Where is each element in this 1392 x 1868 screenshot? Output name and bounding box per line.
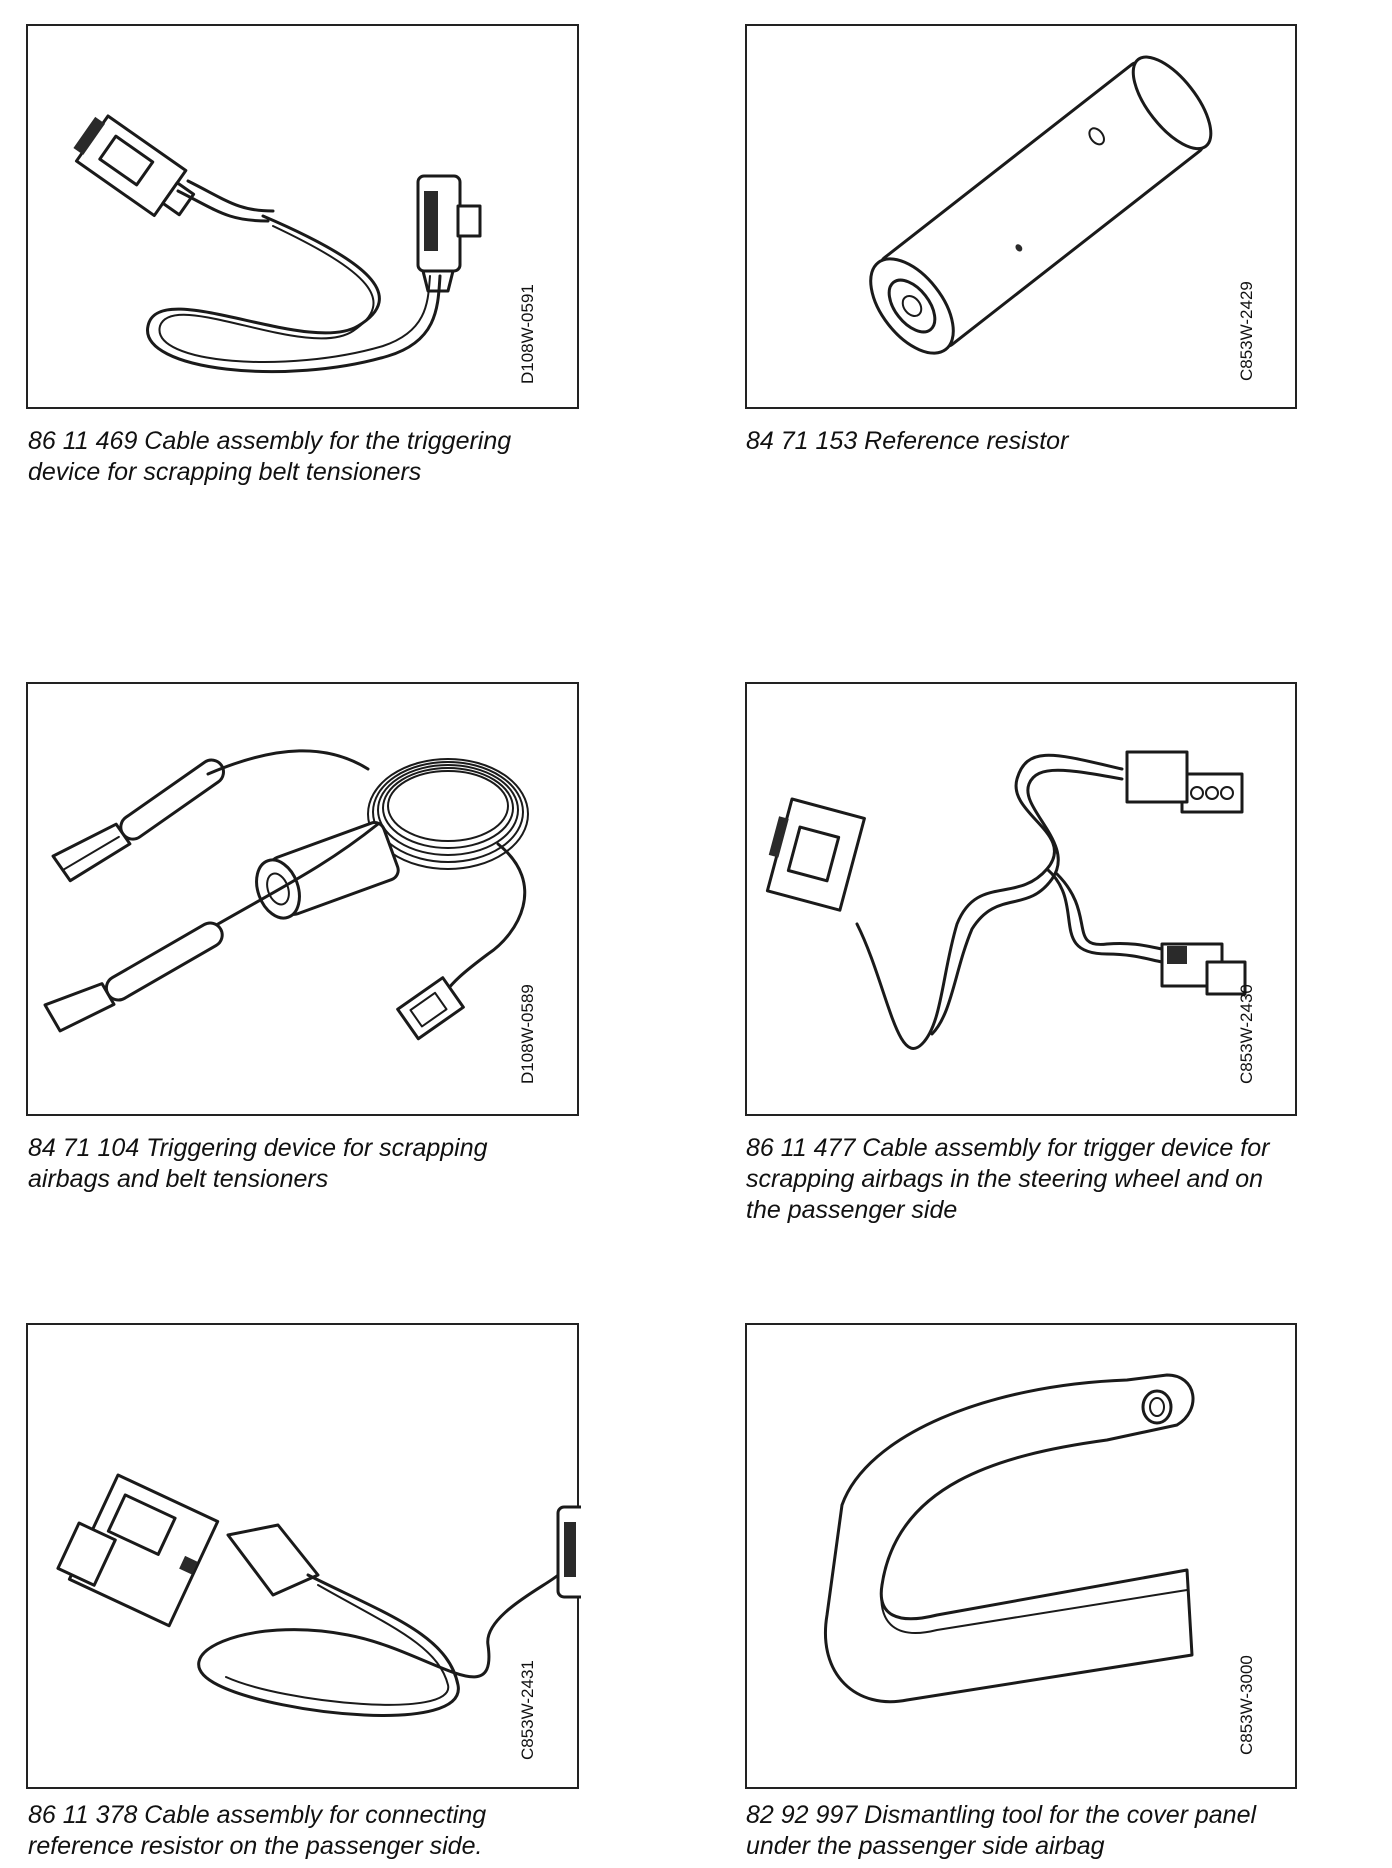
cable-assembly-drawing <box>73 114 482 374</box>
caption-dismantling-tool: 82 92 997 Dismantling tool for the cover… <box>746 1801 1257 1860</box>
caption-triggering-device: 84 71 104 Triggering device for scrappin… <box>28 1134 488 1193</box>
caption-reference-resistor: 84 71 153 Reference resistor <box>746 427 1069 455</box>
drawing-code: C853W-3000 <box>1237 1655 1256 1755</box>
drawing-code: D108W-0589 <box>518 984 537 1084</box>
drawing-code: C853W-2431 <box>518 1660 537 1760</box>
illustration-panel-dismantling-tool: C853W-3000 <box>745 1323 1297 1789</box>
drawing-code: D108W-0591 <box>518 284 537 384</box>
drawing-code: C853W-2429 <box>1237 281 1256 381</box>
illustration-panel-triggering-device: D108W-0589 <box>26 682 579 1116</box>
illustration-panel-cable-assembly-reference-resistor: C853W-2431 <box>26 1323 581 1789</box>
dismantling-tool-drawing <box>824 1373 1195 1704</box>
reference-resistor-drawing <box>869 55 1213 355</box>
caption-cable-assembly-trigger-device: 86 11 477 Cable assembly for trigger dev… <box>746 1134 1270 1224</box>
illustration-panel-reference-resistor: C853W-2429 <box>745 24 1297 409</box>
cable-assembly-reference-drawing <box>56 1473 581 1717</box>
triggering-device-drawing <box>43 749 529 1041</box>
caption-cable-assembly-triggering: 86 11 469 Cable assembly for the trigger… <box>28 427 512 486</box>
caption-cable-assembly-reference-resistor: 86 11 378 Cable assembly for connecting … <box>28 1801 487 1860</box>
drawing-code: C853W-2430 <box>1237 984 1256 1084</box>
cable-assembly-trigger-drawing <box>765 750 1247 1050</box>
illustration-panel-cable-assembly-triggering: D108W-0591 <box>26 24 579 409</box>
illustration-panel-cable-assembly-trigger-device: C853W-2430 <box>745 682 1297 1116</box>
